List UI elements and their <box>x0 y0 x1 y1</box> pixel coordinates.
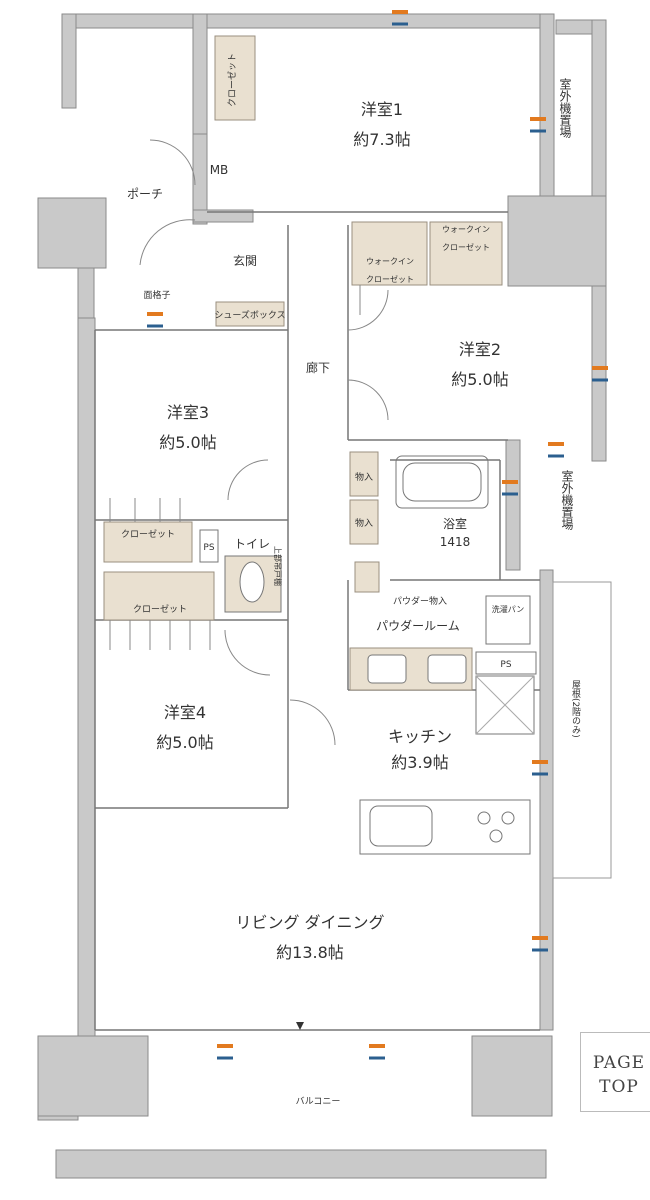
upper-cabinet-label: 上部吊戸棚 <box>273 546 283 586</box>
page-top-line2: TOP <box>599 1077 639 1097</box>
roof-area <box>552 581 612 879</box>
washer-pan-label: 洗濯パン <box>492 604 524 614</box>
walls <box>37 13 607 1179</box>
room-western1-name: 洋室1 <box>361 100 403 119</box>
room-living-name: リビング ダイニング <box>235 913 384 932</box>
entrance-label: 玄関 <box>233 253 257 268</box>
lattice-label: 面格子 <box>143 289 170 301</box>
kitchen-counter <box>359 799 531 855</box>
room-western3-size: 約5.0帖 <box>159 433 216 452</box>
room-kitchen-name: キッチン <box>388 727 452 746</box>
room-western2-name: 洋室2 <box>459 340 501 359</box>
page-top-button[interactable]: PAGE TOP <box>580 1032 650 1112</box>
hallway-label: 廊下 <box>306 360 330 375</box>
closets <box>103 35 503 691</box>
room-western4-size: 約5.0帖 <box>156 733 213 752</box>
room-bath-size: 1418 <box>440 535 471 549</box>
room-living-size: 約13.8帖 <box>276 943 344 962</box>
closet-label-4: クローゼット <box>133 603 187 615</box>
room-kitchen-size: 約3.9帖 <box>391 753 448 772</box>
walkin-label-1a: ウォークイン <box>366 257 414 266</box>
walkin-label-2b: クローゼット <box>442 242 490 252</box>
door-swings <box>109 139 389 746</box>
washer-area <box>199 529 537 735</box>
closet-label-3: クローゼット <box>121 528 175 540</box>
room-labels: 洋室1 約7.3帖 洋室2 約5.0帖 洋室3 約5.0帖 洋室4 約5.0帖 … <box>156 100 508 962</box>
fixture-labels: ポーチ MB 玄関 面格子 シューズボックス 廊下 クローゼット クローゼット … <box>121 53 581 1107</box>
roof-label: 屋根(2階のみ) <box>570 680 581 738</box>
storage-label-1: 物入 <box>355 471 373 483</box>
shoebox-label: シューズボックス <box>214 309 285 321</box>
walkin-label-1b: クローゼット <box>366 274 414 284</box>
entry-marker <box>296 1022 304 1030</box>
powder-storage-label: パウダー物入 <box>393 595 447 607</box>
room-western4-name: 洋室4 <box>164 703 206 722</box>
partitions <box>94 211 540 1031</box>
mb-label: MB <box>210 163 229 177</box>
room-western1-size: 約7.3帖 <box>353 130 410 149</box>
ps-label-2: PS <box>500 660 511 670</box>
storage-label-2: 物入 <box>355 517 373 529</box>
sinks <box>367 654 467 684</box>
room-bath-name: 浴室 <box>443 516 467 531</box>
room-western3-name: 洋室3 <box>167 403 209 422</box>
ps-label-1: PS <box>203 543 214 553</box>
toilet-label: トイレ <box>234 537 270 551</box>
ac-outdoor-label-1: 室外機置場 <box>558 77 572 139</box>
powder-room-label: パウダールーム <box>376 618 460 633</box>
closet-label-1: クローゼット <box>226 53 238 107</box>
porch-label: ポーチ <box>127 187 163 201</box>
balcony-label: バルコニー <box>296 1096 341 1107</box>
room-western2-size: 約5.0帖 <box>451 370 508 389</box>
toilet-fixture <box>224 555 282 613</box>
page-top-line1: PAGE <box>592 1053 646 1073</box>
bathtub <box>395 455 489 509</box>
ac-outdoor-label-2: 室外機置場 <box>560 469 574 531</box>
walkin-label-2a: ウォークイン <box>442 225 490 234</box>
